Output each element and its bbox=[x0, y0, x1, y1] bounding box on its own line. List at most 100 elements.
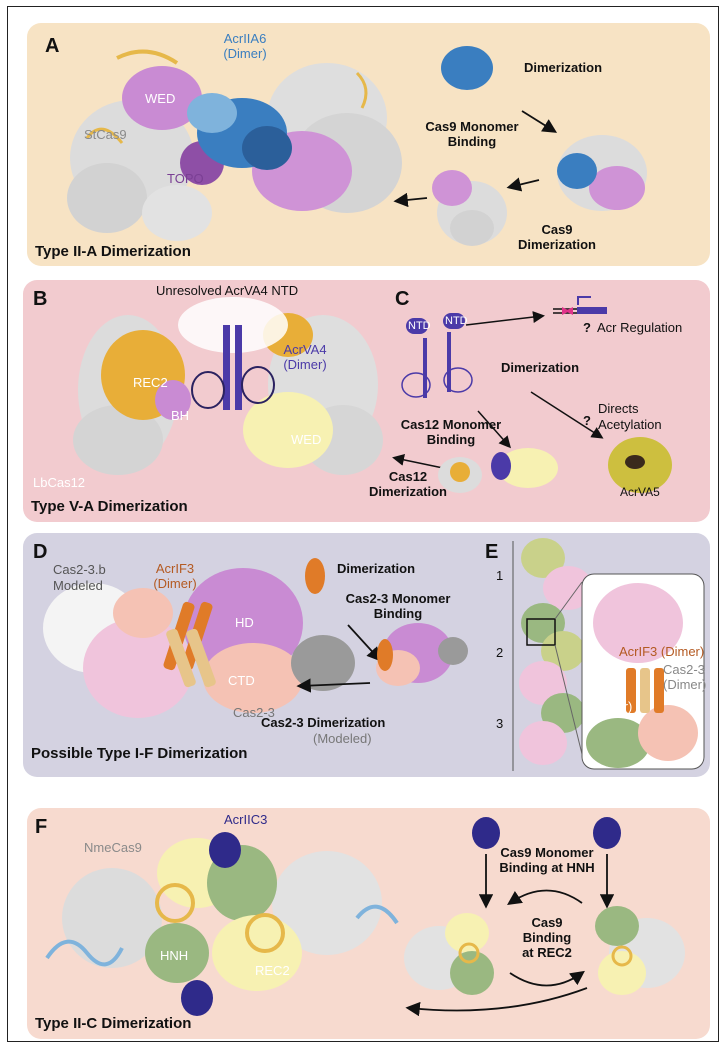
arrow bbox=[507, 889, 583, 906]
promoter-arrow-icon bbox=[577, 296, 591, 305]
label-acrva4-dimer: (Dimer) bbox=[283, 357, 327, 372]
label-cas1-dimer-inset: (Dimer) bbox=[589, 699, 633, 714]
label-directs: Directs bbox=[598, 401, 639, 416]
cas2-3b-ctd bbox=[113, 588, 173, 638]
arrow bbox=[509, 970, 585, 987]
panel-f-art bbox=[45, 817, 685, 1017]
label-cas23: Cas2-3 bbox=[233, 705, 275, 720]
bh-domain bbox=[155, 380, 191, 420]
label-rec2: REC2 bbox=[133, 375, 168, 390]
wed-domain bbox=[122, 66, 202, 130]
label-q-regulation: ? bbox=[583, 320, 591, 335]
acriic3-small bbox=[472, 817, 500, 849]
zoom-box bbox=[526, 618, 556, 646]
arrow bbox=[465, 311, 545, 326]
label-wed: WED bbox=[145, 91, 176, 106]
dna-helix bbox=[355, 904, 399, 925]
label-acrva5: AcrVA5 bbox=[620, 485, 660, 499]
label-rec2: REC2 bbox=[255, 963, 290, 978]
arrow bbox=[393, 192, 428, 208]
panel-c-letter: C bbox=[395, 288, 410, 310]
label-cas9-dimerization-2: Dimerization bbox=[517, 237, 596, 252]
arrow bbox=[347, 624, 382, 662]
label-acrva4: AcrVA4 bbox=[283, 342, 327, 357]
label-lbcas12: LbCas12 bbox=[33, 475, 86, 490]
label-cas23b: Cas2-3.b bbox=[53, 562, 106, 577]
cas12-dimer-small bbox=[438, 448, 558, 493]
arrow bbox=[392, 453, 444, 469]
acrif3-dimer bbox=[163, 601, 216, 688]
panel-d-letter: D bbox=[33, 541, 48, 563]
acrva4-helix bbox=[447, 332, 451, 392]
label-cas12-monomer-2: Binding bbox=[426, 432, 476, 447]
label-cas9-dimerization-1: Cas9 bbox=[541, 222, 573, 237]
cas9-complex-left bbox=[404, 913, 494, 995]
cas2-3b-pink-surface bbox=[83, 618, 193, 718]
acriic3-top bbox=[209, 832, 241, 868]
panel-f-letter: F bbox=[35, 816, 48, 838]
zoom-line bbox=[554, 644, 583, 755]
label-monomer-binding-1: Cas9 Monomer bbox=[425, 119, 519, 134]
label-dimerization: Dimerization bbox=[337, 561, 416, 576]
label-wed: WED bbox=[291, 432, 322, 447]
dna-strand bbox=[355, 71, 368, 109]
label-modeled: (Modeled) bbox=[313, 731, 372, 746]
acriic3-small bbox=[593, 817, 621, 849]
panel-f: F NmeCas9 AcrIIC3 HNH REC2 Cas9 Monomer … bbox=[27, 808, 710, 1039]
label-cas12-dimerization-2: Dimerization bbox=[368, 484, 447, 499]
binding-site-icon bbox=[565, 307, 573, 315]
panel-b-letter: B bbox=[33, 288, 48, 310]
arrow bbox=[405, 987, 588, 1017]
hnh-domain bbox=[145, 923, 209, 983]
dna-strand bbox=[116, 49, 179, 65]
zoom-line bbox=[554, 581, 583, 620]
guide-rna bbox=[155, 883, 195, 923]
label-cas12-monomer-1: Cas12 Monomer bbox=[400, 417, 502, 432]
panel-d-title: Possible Type I-F Dimerization bbox=[31, 745, 248, 762]
label-topo: TOPO bbox=[167, 171, 204, 186]
label-cas9-binding-1: Cas9 bbox=[531, 915, 563, 930]
label-repeat-2: 2 bbox=[496, 645, 504, 660]
label-ctd: CTD bbox=[228, 673, 255, 688]
label-cas23b-modeled: Modeled bbox=[53, 578, 103, 593]
cas2-3-grey bbox=[291, 635, 355, 691]
label-acrif3: AcrIF3 bbox=[155, 561, 195, 576]
panel-b-title: Type V-A Dimerization bbox=[31, 498, 188, 515]
unresolved-ntd-density bbox=[178, 297, 288, 353]
guide-rna bbox=[245, 913, 285, 953]
label-cas23-monomer-1: Cas2-3 Monomer bbox=[345, 591, 451, 606]
acriia6-small bbox=[441, 46, 493, 90]
label-acriic3: AcrIIC3 bbox=[224, 812, 268, 827]
label-cas9-monomer-1: Cas9 Monomer bbox=[500, 845, 594, 860]
label-cas9-binding-3: at REC2 bbox=[522, 945, 572, 960]
nmecas9-surface bbox=[62, 851, 382, 968]
label-hd: HD bbox=[235, 615, 254, 630]
panel-b: B Unresolved AcrVA4 NTD REC2 BH AcrVA4 (… bbox=[23, 280, 710, 522]
acriia6-dimer bbox=[187, 93, 292, 170]
ntd-bubble bbox=[443, 313, 465, 329]
filament-stack bbox=[519, 538, 593, 765]
panel-f-title: Type II-C Dimerization bbox=[35, 1015, 192, 1032]
acrif3-small bbox=[305, 558, 325, 594]
cas2-3-monomer-complex bbox=[376, 623, 468, 686]
label-cas12-dimerization-1: Cas12 bbox=[388, 469, 428, 484]
label-repeat-1: 1 bbox=[496, 568, 504, 583]
arrow bbox=[530, 391, 604, 439]
label-q-acetylation: ? bbox=[583, 413, 591, 428]
panel-a-art bbox=[67, 46, 647, 246]
label-acrif3-dimer-inset: AcrIF3 (Dimer) bbox=[619, 644, 705, 659]
label-repeat-3: 3 bbox=[496, 716, 504, 731]
label-ntd-1: NTD bbox=[408, 320, 431, 332]
acrva5-ligand bbox=[625, 455, 645, 469]
panel-d-art bbox=[43, 538, 705, 771]
label-cas9-monomer-2: Binding at HNH bbox=[499, 860, 595, 875]
label-cas1-inset: Cas1 bbox=[589, 684, 620, 699]
acrva4-helix bbox=[423, 338, 427, 398]
wed-domain bbox=[243, 392, 333, 468]
label-bh: BH bbox=[171, 408, 190, 423]
panel-d: D Cas2-3.b Modeled AcrIF3 (Dimer) HD CTD… bbox=[23, 533, 710, 777]
dna-helix bbox=[45, 939, 124, 967]
label-unresolved-ntd: Unresolved AcrVA4 NTD bbox=[156, 283, 299, 298]
panel-a-title: Type II-A Dimerization bbox=[35, 243, 191, 260]
dna-strand bbox=[85, 127, 124, 144]
